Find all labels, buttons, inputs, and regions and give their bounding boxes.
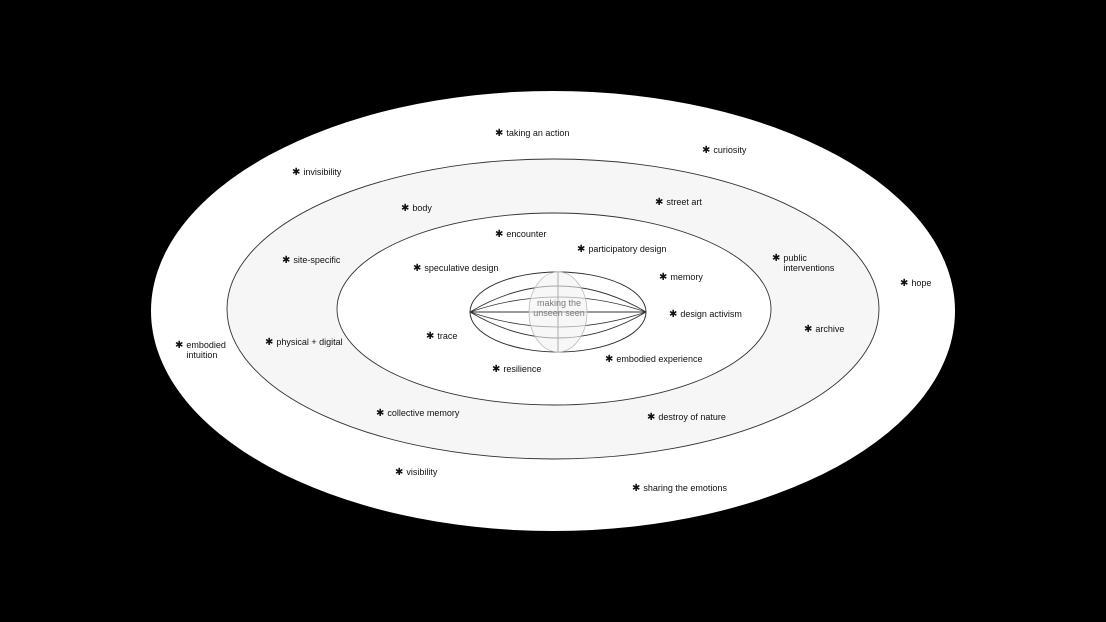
asterisk-icon: ✱ bbox=[265, 337, 274, 348]
asterisk-icon: ✱ bbox=[395, 467, 404, 478]
label-sharing-the-emotions: ✱sharing the emotions bbox=[632, 483, 727, 494]
label-taking-an-action: ✱taking an action bbox=[495, 128, 570, 139]
asterisk-icon: ✱ bbox=[282, 255, 291, 266]
asterisk-icon: ✱ bbox=[702, 145, 711, 156]
label-design-activism: ✱design activism bbox=[669, 309, 742, 320]
core-globe bbox=[469, 271, 647, 353]
label-visibility: ✱visibility bbox=[395, 467, 438, 478]
label-participatory-design: ✱participatory design bbox=[577, 244, 667, 255]
center-title: making the unseen seen bbox=[533, 298, 585, 318]
asterisk-icon: ✱ bbox=[401, 203, 410, 214]
label-curiosity: ✱curiosity bbox=[702, 145, 747, 156]
asterisk-icon: ✱ bbox=[659, 272, 668, 283]
asterisk-icon: ✱ bbox=[804, 324, 813, 335]
label-hope: ✱hope bbox=[900, 278, 932, 289]
core-lens bbox=[528, 271, 588, 353]
asterisk-icon: ✱ bbox=[495, 128, 504, 139]
label-destroy-of-nature: ✱destroy of nature bbox=[647, 412, 726, 423]
label-street-art: ✱street art bbox=[655, 197, 702, 208]
asterisk-icon: ✱ bbox=[492, 364, 501, 375]
label-invisibility: ✱invisibility bbox=[292, 167, 342, 178]
asterisk-icon: ✱ bbox=[647, 412, 656, 423]
label-memory: ✱memory bbox=[659, 272, 703, 283]
asterisk-icon: ✱ bbox=[292, 167, 301, 178]
label-site-specific: ✱site-specific bbox=[282, 255, 341, 266]
asterisk-icon: ✱ bbox=[426, 331, 435, 342]
asterisk-icon: ✱ bbox=[669, 309, 678, 320]
asterisk-icon: ✱ bbox=[605, 354, 614, 365]
asterisk-icon: ✱ bbox=[772, 253, 781, 264]
label-embodied-experience: ✱embodied experience bbox=[605, 354, 703, 365]
asterisk-icon: ✱ bbox=[376, 408, 385, 419]
asterisk-icon: ✱ bbox=[655, 197, 664, 208]
label-archive: ✱archive bbox=[804, 324, 845, 335]
asterisk-icon: ✱ bbox=[413, 263, 422, 274]
label-embodied-intuition: ✱embodied intuition bbox=[175, 340, 226, 360]
asterisk-icon: ✱ bbox=[175, 340, 184, 351]
asterisk-icon: ✱ bbox=[632, 483, 641, 494]
label-trace: ✱trace bbox=[426, 331, 458, 342]
label-resilience: ✱resilience bbox=[492, 364, 542, 375]
asterisk-icon: ✱ bbox=[495, 229, 504, 240]
asterisk-icon: ✱ bbox=[900, 278, 909, 289]
label-physical-digital: ✱physical + digital bbox=[265, 337, 343, 348]
label-public-interventions: ✱public interventions bbox=[772, 253, 835, 273]
label-speculative-design: ✱speculative design bbox=[413, 263, 499, 274]
asterisk-icon: ✱ bbox=[577, 244, 586, 255]
label-body: ✱body bbox=[401, 203, 432, 214]
label-collective-memory: ✱collective memory bbox=[376, 408, 460, 419]
label-encounter: ✱encounter bbox=[495, 229, 547, 240]
